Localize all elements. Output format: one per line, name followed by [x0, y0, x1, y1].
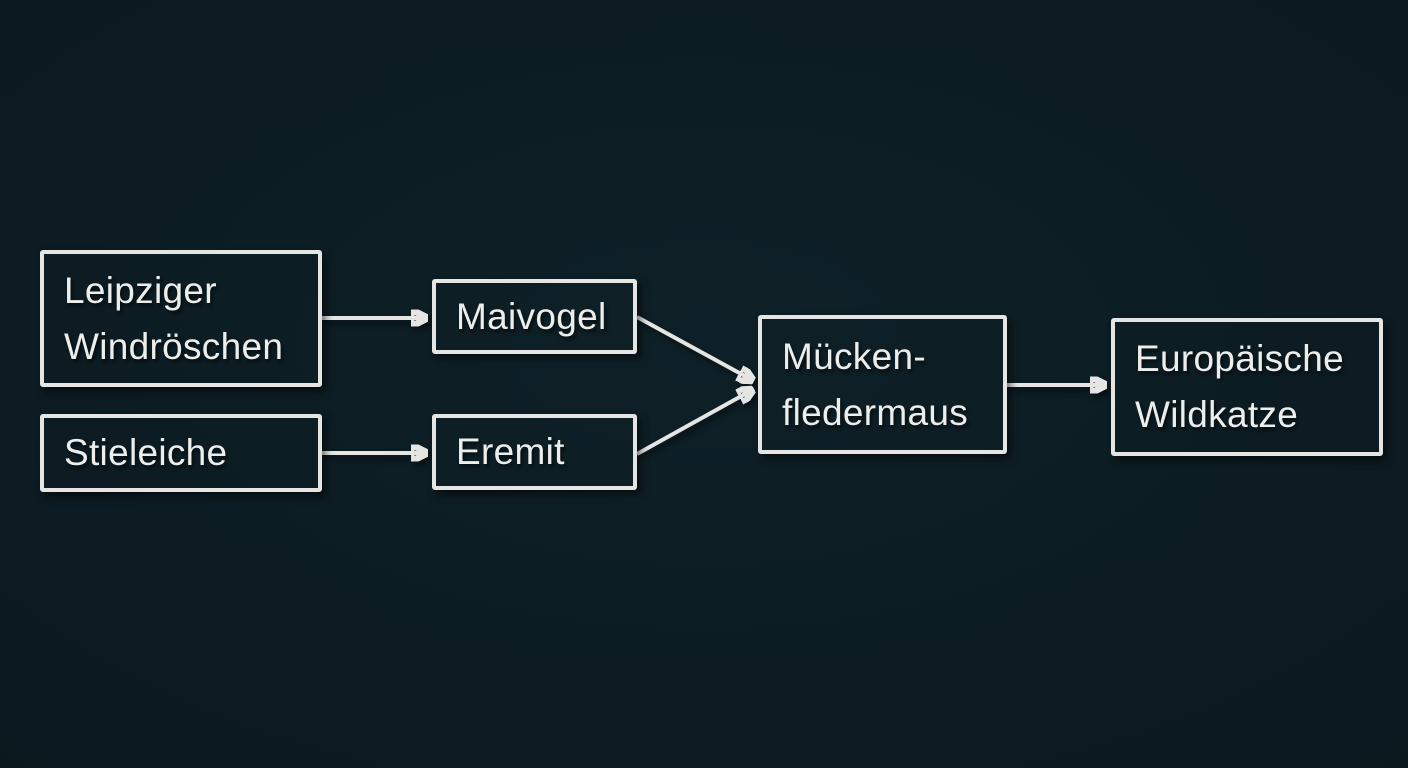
node-maivogel: Maivogel — [432, 279, 637, 354]
node-eremit: Eremit — [432, 414, 637, 490]
node-label-line: Europäische — [1135, 338, 1344, 379]
node-label-line: Mücken- — [782, 335, 926, 377]
node-label-line: Leipziger — [64, 269, 217, 311]
node-label-line: Wildkatze — [1135, 394, 1299, 435]
node-label-line: Maivogel — [456, 295, 607, 337]
node-europaeische-wildkatze: Europäische Wildkatze — [1111, 318, 1383, 456]
edge-maivogel-to-mueckenfledermaus — [636, 315, 754, 381]
node-label-line: Windröschen — [64, 325, 284, 367]
node-label-line: Eremit — [456, 431, 565, 472]
node-label-line: Stieleiche — [64, 432, 228, 473]
node-stieleiche: Stieleiche — [40, 414, 322, 492]
node-mueckenfledermaus: Mücken- fledermaus — [758, 315, 1007, 454]
node-label-line: fledermaus — [782, 391, 969, 433]
node-leipziger-windroeschen: Leipziger Windröschen — [40, 250, 322, 387]
edge-eremit-to-mueckenfledermaus — [636, 389, 754, 456]
